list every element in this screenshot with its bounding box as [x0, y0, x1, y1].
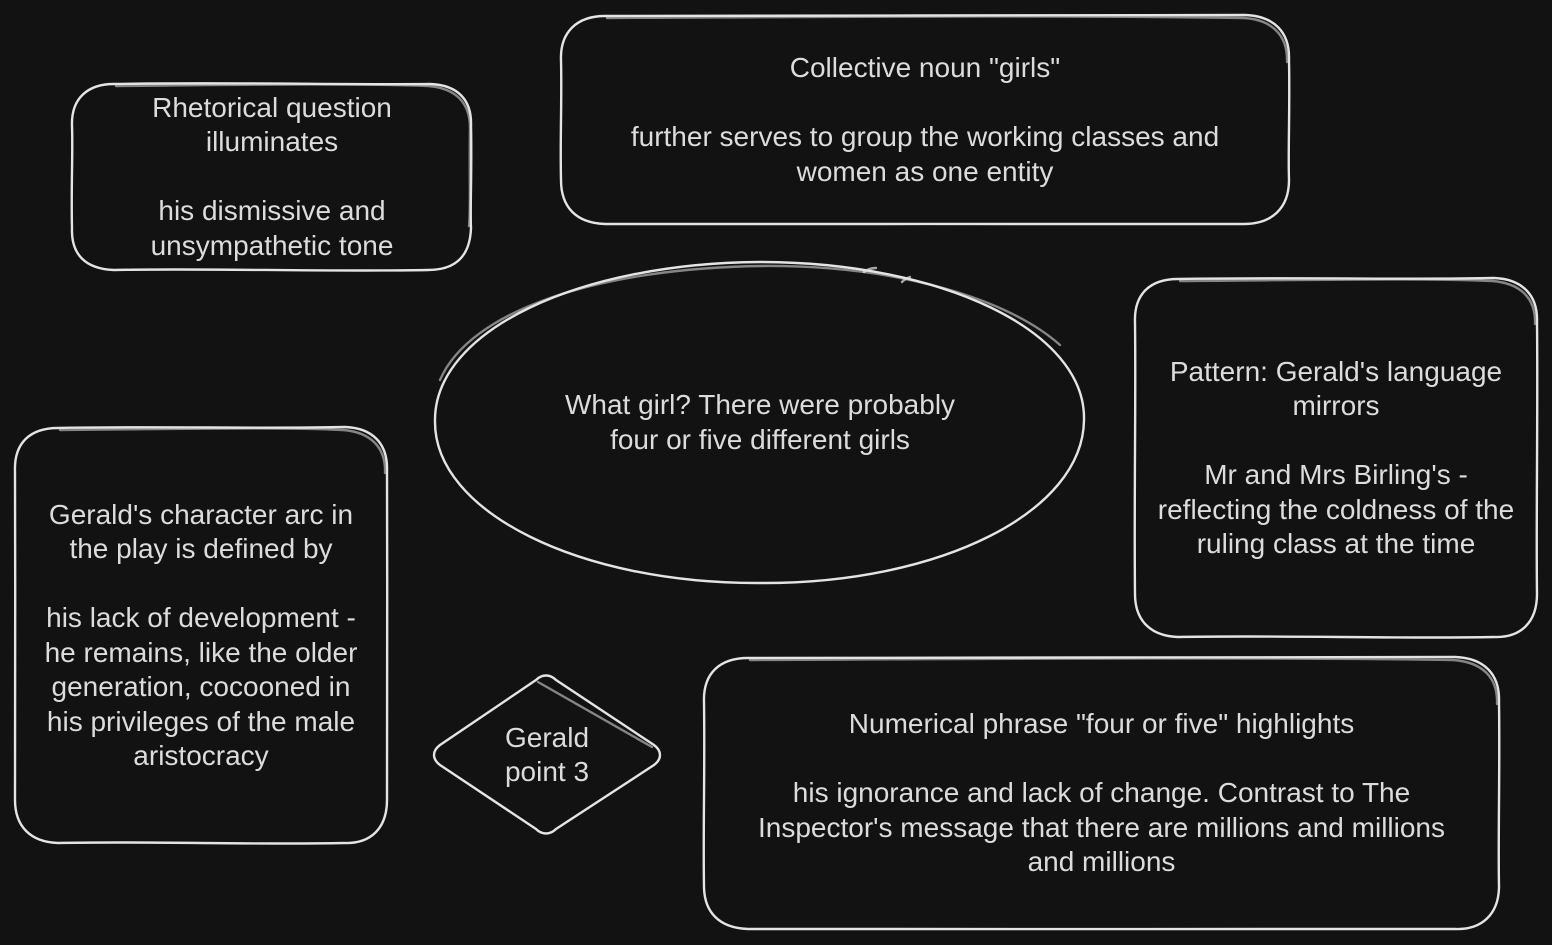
quote-ellipse[interactable]: [433, 260, 1086, 585]
collective-noun-box[interactable]: [559, 13, 1291, 226]
character-arc-node: Gerald's character arc in the play is de…: [15, 428, 387, 843]
numerical-phrase-text: Numerical phrase "four or five" highligh…: [758, 708, 1445, 878]
rhetorical-question-node: Rhetorical question illuminates his dism…: [72, 84, 472, 270]
point-diamond[interactable]: [432, 674, 662, 835]
character-arc-text: Gerald's character arc in the play is de…: [44, 498, 358, 772]
numerical-phrase-node: Numerical phrase "four or five" highligh…: [704, 658, 1499, 929]
numerical-phrase-box[interactable]: [702, 655, 1501, 931]
pattern-box[interactable]: [1133, 276, 1539, 639]
rhetorical-question-box[interactable]: [70, 82, 473, 272]
point-node: Gerald point 3: [434, 676, 660, 834]
pattern-node: Pattern: Gerald's language mirrors Mr an…: [1135, 279, 1537, 637]
quote-node: What girl? There were probably four or f…: [435, 262, 1085, 583]
point-text: Gerald point 3: [504, 721, 590, 788]
character-arc-box[interactable]: [13, 425, 389, 845]
quote-text: What girl? There were probably four or f…: [564, 389, 956, 455]
rhetorical-question-text: Rhetorical question illuminates his dism…: [150, 91, 394, 261]
pattern-text: Pattern: Gerald's language mirrors Mr an…: [1157, 355, 1515, 560]
collective-noun-node: Collective noun "girls" further serves t…: [561, 16, 1289, 224]
collective-noun-text: Collective noun "girls" further serves t…: [630, 52, 1220, 187]
